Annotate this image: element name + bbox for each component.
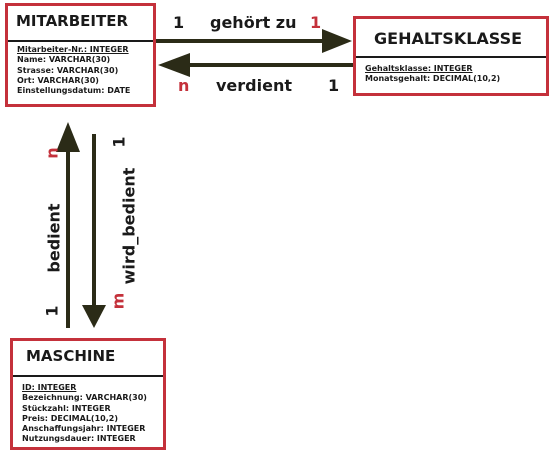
arrow-wird-bedient — [82, 134, 106, 328]
cardinality-bedient-target: n — [42, 147, 62, 159]
attribute: Einstellungsdatum: DATE — [17, 86, 131, 96]
entity-maschine[interactable]: MASCHINE ID: INTEGER Bezeichnung: VARCHA… — [10, 338, 166, 450]
attribute: Nutzungsdauer: INTEGER — [22, 434, 136, 444]
entity-title: MASCHINE — [26, 347, 116, 365]
cardinality-verdient-target: n — [178, 76, 190, 95]
entity-gehaltsklasse[interactable]: GEHALTSKLASSE Gehaltsklasse: INTEGER Mon… — [353, 16, 549, 96]
entity-title: GEHALTSKLASSE — [374, 29, 523, 48]
cardinality-verdient-source: 1 — [328, 76, 340, 95]
entity-divider — [8, 40, 153, 42]
attribute: Monatsgehalt: DECIMAL(10,2) — [365, 74, 501, 84]
entity-title: MITARBEITER — [16, 12, 129, 30]
attribute-list: Gehaltsklasse: INTEGER Monatsgehalt: DEC… — [365, 64, 500, 85]
attribute: Ort: VARCHAR(30) — [17, 75, 99, 85]
arrow-gehoert-zu — [156, 29, 352, 53]
attribute: Anschaffungsjahr: INTEGER — [22, 424, 146, 434]
relationship-label-bedient: bedient — [44, 203, 64, 273]
attribute-primary-key: Gehaltsklasse: INTEGER — [365, 64, 473, 73]
relationship-label-wird-bedient: wird_bedient — [119, 167, 139, 285]
relationship-label-gehoert-zu: gehört zu — [210, 13, 297, 32]
attribute: Name: VARCHAR(30) — [17, 55, 111, 65]
attribute: Stückzahl: INTEGER — [22, 403, 111, 413]
attribute: Bezeichnung: VARCHAR(30) — [22, 393, 147, 403]
attribute: Strasse: VARCHAR(30) — [17, 65, 119, 75]
cardinality-gehoert-zu-source: 1 — [173, 13, 185, 32]
cardinality-wird-bedient-source: 1 — [109, 136, 129, 148]
entity-divider — [356, 56, 546, 58]
arrow-verdient — [158, 53, 353, 77]
entity-divider — [13, 375, 163, 377]
attribute-primary-key: ID: INTEGER — [22, 383, 77, 392]
cardinality-gehoert-zu-target: 1 — [310, 13, 322, 32]
arrow-bedient — [56, 122, 80, 328]
attribute: Preis: DECIMAL(10,2) — [22, 413, 118, 423]
cardinality-wird-bedient-target: m — [108, 292, 128, 310]
relationship-label-verdient: verdient — [216, 76, 292, 95]
entity-mitarbeiter[interactable]: MITARBEITER Mitarbeiter-Nr.: INTEGER Nam… — [5, 3, 156, 107]
cardinality-bedient-source: 1 — [42, 305, 62, 317]
attribute-primary-key: Mitarbeiter-Nr.: INTEGER — [17, 45, 129, 54]
attribute-list: Mitarbeiter-Nr.: INTEGER Name: VARCHAR(3… — [17, 45, 130, 96]
attribute-list: ID: INTEGER Bezeichnung: VARCHAR(30) Stü… — [22, 383, 147, 445]
